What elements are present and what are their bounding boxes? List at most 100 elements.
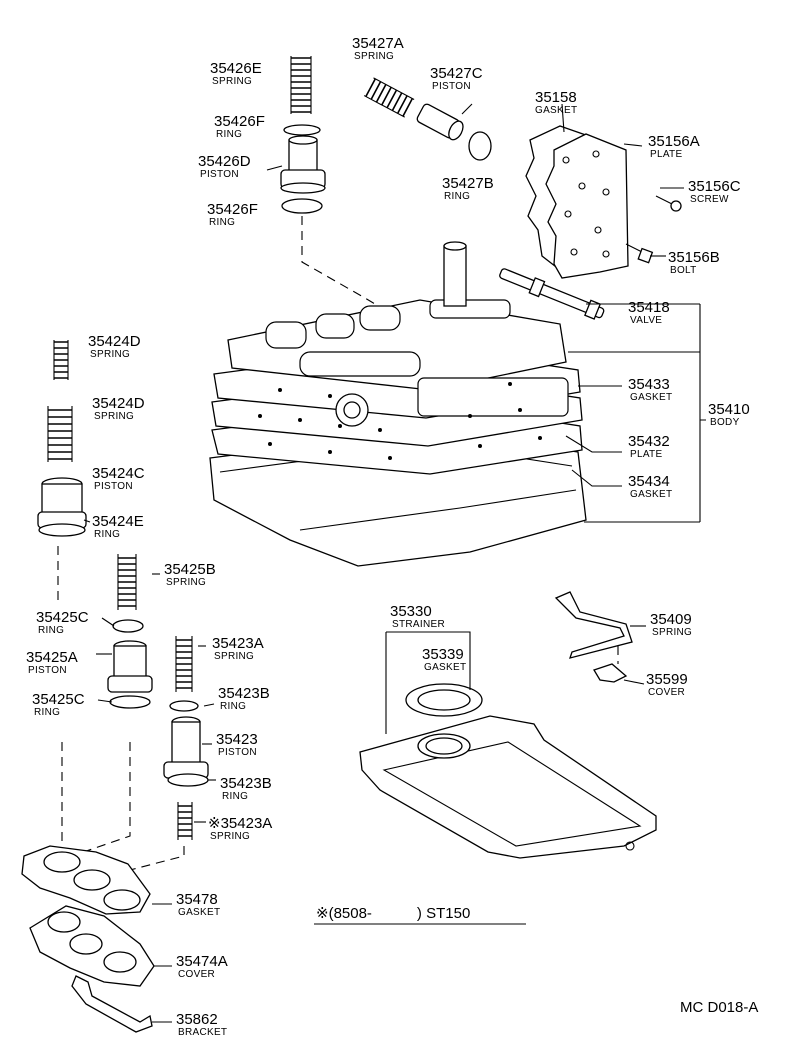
part-number: 35424C xyxy=(92,465,145,482)
piston-35426D-drawing xyxy=(280,135,326,194)
part-name: BOLT xyxy=(670,265,697,276)
part-name: VALVE xyxy=(630,315,662,326)
strainer-35330-drawing xyxy=(359,715,657,859)
part-number: 35426F xyxy=(214,113,265,130)
spring-35427A-drawing xyxy=(363,77,415,118)
part-number: 35427B xyxy=(442,175,494,192)
ring-35426F-bottom-drawing xyxy=(281,198,323,214)
spring-35424D-b-drawing xyxy=(47,406,73,462)
part-name: PLATE xyxy=(650,149,682,160)
part-number: ※35423A xyxy=(208,815,272,832)
part-name: SPRING xyxy=(214,651,254,662)
part-name: SPRING xyxy=(212,76,252,87)
applicability-note: ※(8508- ) ST150 xyxy=(316,905,470,922)
part-name: RING xyxy=(444,191,470,202)
part-name: RING xyxy=(216,129,242,140)
part-name: GASKET xyxy=(630,392,672,403)
part-number: 35434 xyxy=(628,473,670,490)
screw-35156C-drawing xyxy=(655,195,682,212)
gasket-35478-drawing xyxy=(21,845,151,915)
part-name: PISTON xyxy=(94,481,133,492)
part-name: PISTON xyxy=(28,665,67,676)
spring-35423A-b-drawing xyxy=(177,802,193,840)
part-number: 35425C xyxy=(36,609,89,626)
bolt-35156B-drawing xyxy=(625,243,654,264)
gasket-35158-plate-35156A-drawing xyxy=(525,125,629,279)
part-number: 35156A xyxy=(648,133,700,150)
part-name: COVER xyxy=(648,687,685,698)
part-number: 35425C xyxy=(32,691,85,708)
part-name: SPRING xyxy=(94,411,134,422)
part-name: BRACKET xyxy=(178,1027,227,1038)
part-name: GASKET xyxy=(178,907,220,918)
part-number: 35427A xyxy=(352,35,404,52)
ring-35425C-a-drawing xyxy=(112,619,144,633)
part-number: 35423 xyxy=(216,731,258,748)
part-number: 35425B xyxy=(164,561,216,578)
diagram-code: MC D018-A xyxy=(680,999,758,1016)
part-number: 35158 xyxy=(535,89,577,106)
part-number: 35424D xyxy=(88,333,141,350)
part-number: 35423A xyxy=(212,635,264,652)
part-number: 35432 xyxy=(628,433,670,450)
part-name: PISTON xyxy=(218,747,257,758)
ring-35427B-drawing xyxy=(468,131,492,161)
ring-35423B-a-drawing xyxy=(169,700,199,712)
part-name: SCREW xyxy=(690,194,729,205)
part-name: SPRING xyxy=(90,349,130,360)
ring-35424E-drawing xyxy=(38,523,86,537)
part-number: 35156C xyxy=(688,178,741,195)
part-number: 35427C xyxy=(430,65,483,82)
part-name: RING xyxy=(209,217,235,228)
part-number: 35418 xyxy=(628,299,670,316)
part-number: 35424D xyxy=(92,395,145,412)
ring-35423B-b-drawing xyxy=(167,773,209,787)
part-number: 35423B xyxy=(218,685,270,702)
part-name: GASKET xyxy=(535,105,577,116)
part-name: SPRING xyxy=(166,577,206,588)
part-name: PLATE xyxy=(630,449,662,460)
part-name: RING xyxy=(38,625,64,636)
part-number: 35424E xyxy=(92,513,144,530)
ring-35426F-top-drawing xyxy=(283,124,321,136)
part-name: SPRING xyxy=(652,627,692,638)
spring-35426E-drawing xyxy=(290,56,312,114)
cover-35599-drawing xyxy=(593,663,628,683)
valve-body-35410-drawing xyxy=(209,241,587,567)
spring-35425B-drawing xyxy=(117,554,137,610)
part-name: PISTON xyxy=(200,169,239,180)
part-name: GASKET xyxy=(424,662,466,673)
part-number: 35423B xyxy=(220,775,272,792)
part-number: 35426D xyxy=(198,153,251,170)
part-number: 35599 xyxy=(646,671,688,688)
part-name: RING xyxy=(220,701,246,712)
part-name: SPRING xyxy=(354,51,394,62)
part-number: 35433 xyxy=(628,376,670,393)
part-number: 35426F xyxy=(207,201,258,218)
cover-35474A-drawing xyxy=(29,905,155,987)
part-number: 35862 xyxy=(176,1011,218,1028)
